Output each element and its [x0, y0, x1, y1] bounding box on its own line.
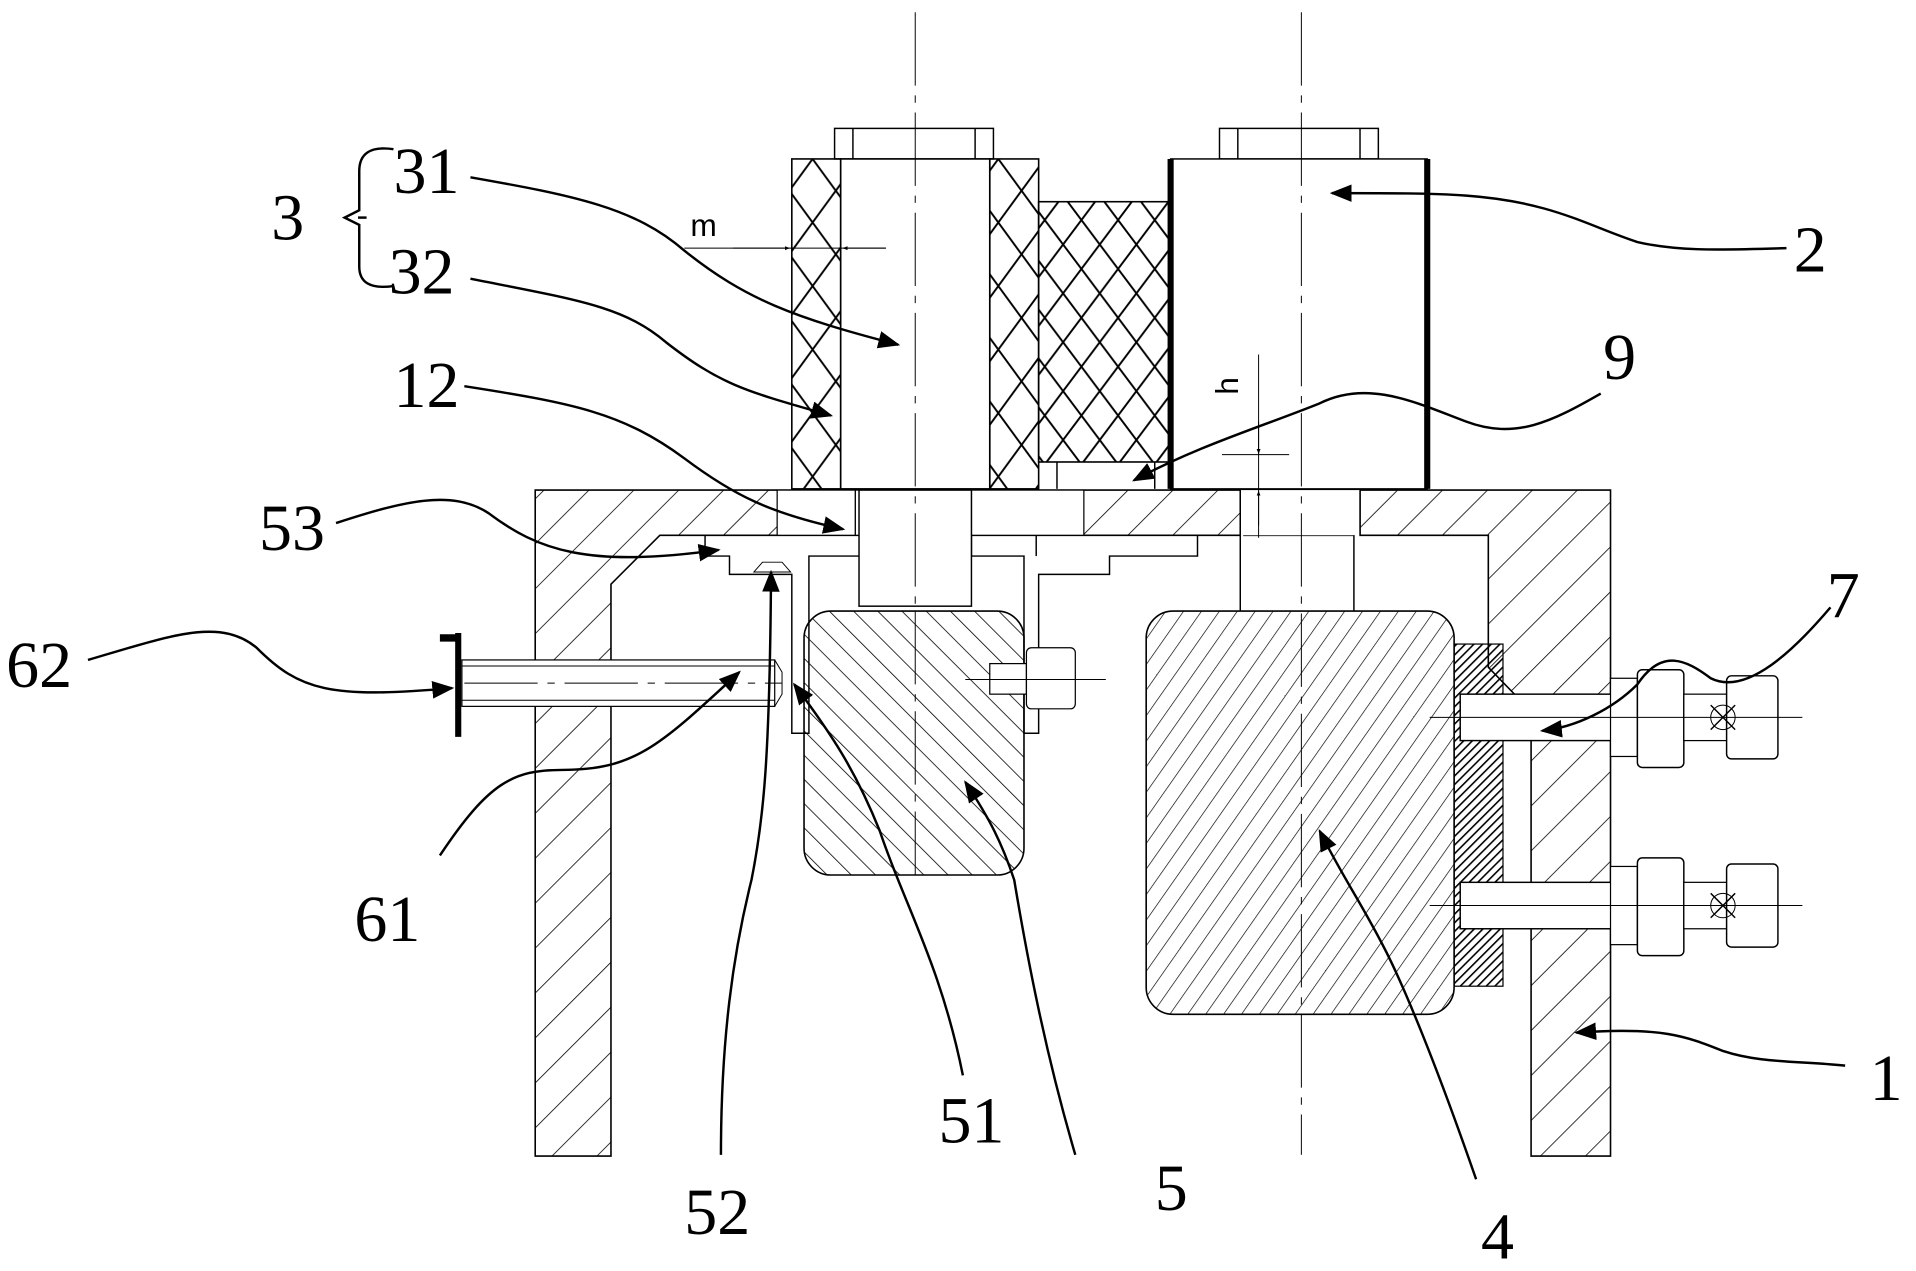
dimension-m: m — [684, 207, 886, 251]
cylinder-part-2 — [1167, 127, 1431, 490]
leader-7 — [1539, 606, 1832, 738]
label-51: 51 — [938, 1085, 1004, 1158]
leader-51 — [792, 682, 965, 1076]
leader-2 — [1329, 184, 1787, 251]
dimension-h: h — [1209, 354, 1290, 538]
bolt-lower — [1429, 857, 1803, 957]
block-part-5 — [803, 610, 1106, 876]
leader-12 — [464, 385, 846, 534]
label-9: 9 — [1603, 321, 1636, 394]
dimension-m-label: m — [690, 207, 716, 243]
label-1: 1 — [1870, 1042, 1903, 1115]
leader-lines — [87, 147, 1846, 1180]
label-5: 5 — [1155, 1152, 1188, 1225]
label-62: 62 — [6, 629, 72, 702]
label-4: 4 — [1481, 1201, 1514, 1271]
label-3: 3 — [271, 182, 304, 255]
label-32: 32 — [389, 235, 455, 308]
label-31: 31 — [393, 135, 459, 208]
leader-9 — [1132, 391, 1602, 482]
coil-assembly-part-3 — [791, 127, 1172, 490]
leader-52 — [719, 569, 780, 1155]
label-2: 2 — [1794, 213, 1827, 286]
winding-right — [988, 158, 1040, 490]
block-part-4 — [1145, 610, 1504, 1016]
label-7: 7 — [1827, 559, 1860, 632]
label-12: 12 — [393, 349, 459, 422]
label-53: 53 — [259, 492, 325, 565]
bolts-part-7 — [1429, 668, 1803, 957]
pin-part-61 — [461, 659, 783, 707]
leader-31 — [470, 176, 901, 349]
leader-53 — [335, 498, 721, 562]
leader-5 — [964, 780, 1077, 1156]
winding-fine — [1037, 200, 1172, 463]
winding-left — [791, 158, 842, 490]
frame-part-1 — [534, 489, 1612, 1157]
label-61: 61 — [354, 883, 420, 956]
reference-labels: 3 31 32 12 53 62 61 52 51 5 4 1 7 9 2 — [6, 135, 1902, 1271]
brace-3 — [341, 147, 394, 289]
leader-61 — [438, 670, 741, 857]
knob-part-62 — [439, 633, 462, 737]
center-lines — [914, 12, 1302, 1155]
leader-1 — [1574, 1022, 1846, 1067]
dimension-h-label: h — [1209, 377, 1245, 395]
leader-32 — [470, 277, 834, 419]
leader-62 — [87, 630, 455, 699]
leader-4 — [1318, 829, 1478, 1180]
bolt-upper — [1429, 668, 1803, 769]
label-52: 52 — [684, 1176, 750, 1249]
